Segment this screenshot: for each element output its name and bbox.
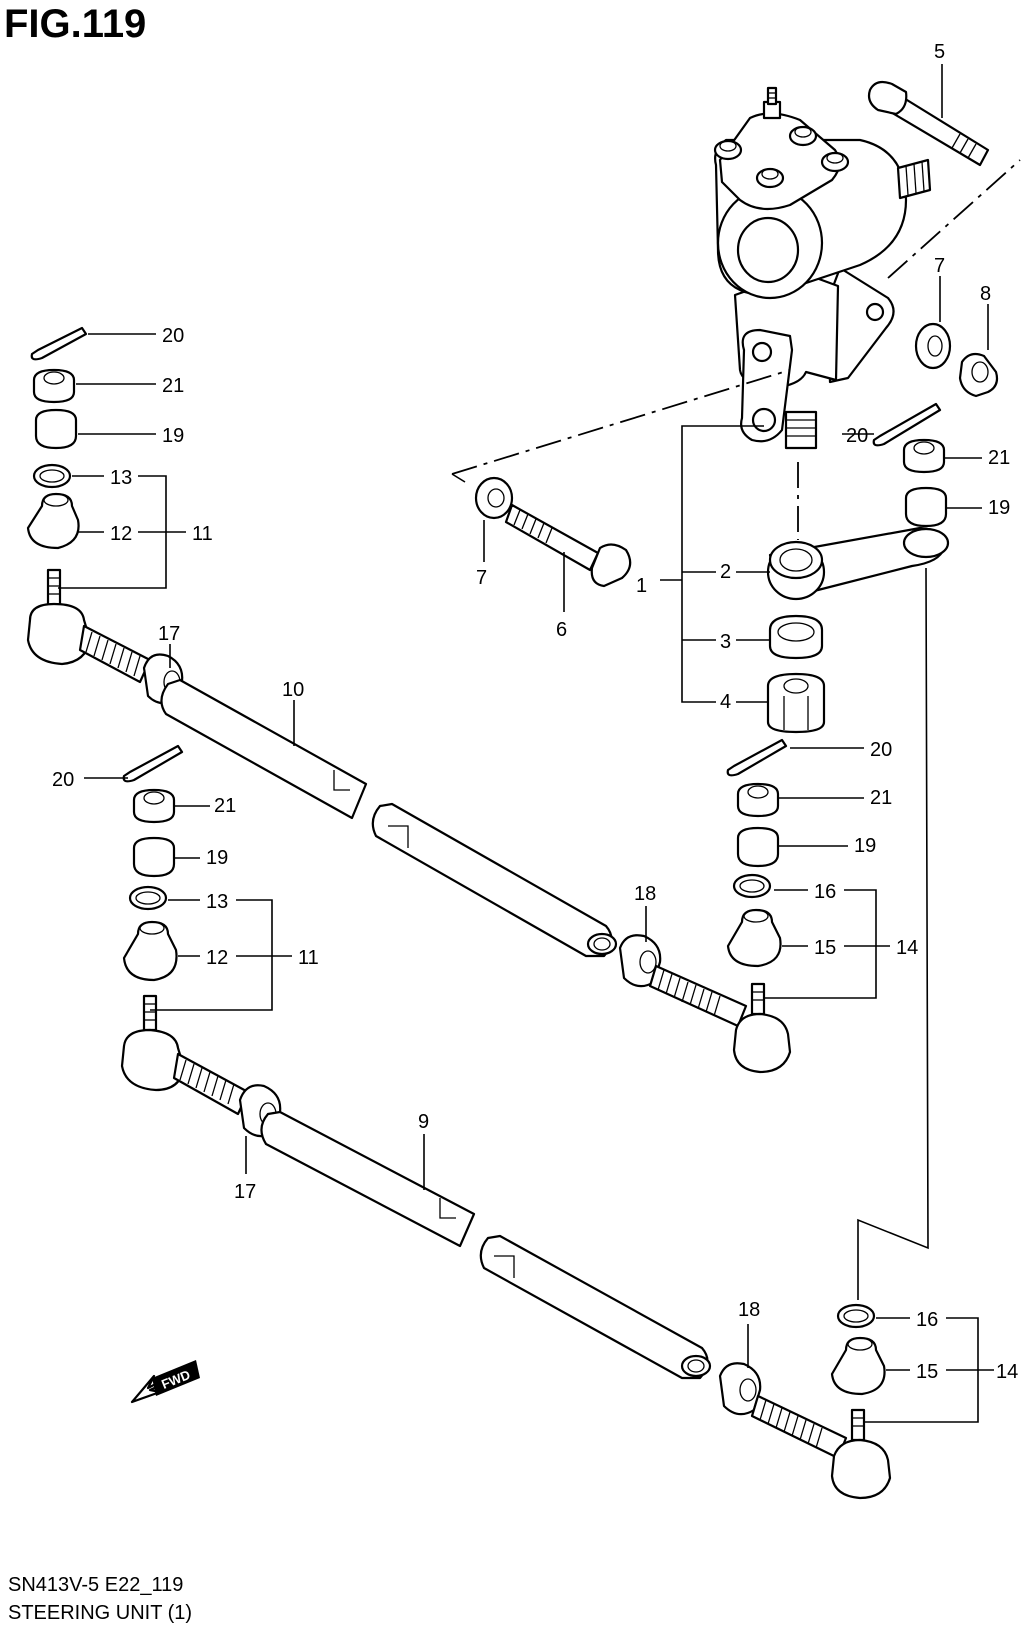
cover-bolt: [788, 125, 818, 147]
tie-rod-end-14-upper: [648, 964, 792, 1074]
steering-gear-box: [713, 86, 932, 450]
callout-16: 16: [916, 1309, 938, 1331]
figure-name: STEERING UNIT (1): [8, 1602, 193, 1624]
tie-rod-10: [160, 678, 618, 958]
ring-13: [128, 885, 168, 911]
castle-nut-21: [736, 782, 780, 818]
assembly-line: [451, 369, 791, 475]
bolt-6: [504, 503, 632, 588]
ring-13: [32, 463, 72, 489]
cotter-pin-20: [122, 744, 184, 783]
callout-12: 12: [110, 523, 132, 545]
callout-13: 13: [110, 467, 132, 489]
mounting-bolt-5: [867, 80, 990, 167]
tie-rod-end-11-upper: [26, 568, 152, 684]
fwd-direction-arrow: FWD: [130, 1360, 200, 1404]
callout-8: 8: [980, 283, 991, 305]
nut-8: [958, 352, 999, 398]
fwd-text: FWD: [159, 1367, 192, 1392]
callout-2: 2: [720, 561, 731, 583]
callout-21: 21: [988, 447, 1010, 469]
cap-19: [34, 408, 78, 450]
washer-7-right: [914, 322, 952, 370]
callout-20: 20: [846, 425, 868, 447]
cotter-pin-20: [872, 402, 942, 447]
cover-bolt: [755, 167, 785, 189]
boot-12: [26, 492, 80, 550]
cap-19: [736, 826, 780, 868]
callout-15: 15: [814, 937, 836, 959]
callout-14: 14: [896, 937, 918, 959]
assembly-line: [887, 159, 1021, 279]
callout-15: 15: [916, 1361, 938, 1383]
figure-code: SN413V-5 E22_119: [8, 1574, 184, 1596]
cotter-pin-20: [726, 738, 788, 777]
tie-rod-end-11-lower: [120, 994, 250, 1116]
cover-bolt: [820, 151, 850, 173]
callout-11: 11: [192, 523, 213, 545]
callout-19: 19: [206, 847, 228, 869]
callout-21: 21: [162, 375, 184, 397]
callout-20: 20: [52, 769, 74, 791]
castle-nut-21: [32, 368, 76, 404]
callout-12: 12: [206, 947, 228, 969]
callout-18: 18: [738, 1299, 760, 1321]
figure-title: FIG.119: [4, 2, 147, 46]
callout-11: 11: [298, 947, 319, 969]
locknut-18-lower: [718, 1362, 762, 1416]
tie-rod-9: [260, 1110, 712, 1380]
callout-19: 19: [854, 835, 876, 857]
callout-5: 5: [934, 41, 945, 63]
callout-7: 7: [476, 567, 487, 589]
locknut-18-upper: [618, 934, 662, 988]
cover-bolt: [713, 139, 743, 161]
callout-16: 16: [814, 881, 836, 903]
washer-3: [768, 614, 824, 660]
boot-15: [830, 1336, 886, 1396]
callout-17: 17: [158, 623, 180, 645]
callout-13: 13: [206, 891, 228, 913]
boot-15: [726, 908, 782, 968]
pitman-arm-2: [766, 526, 950, 601]
nut-4: [766, 672, 826, 734]
thread: [85, 631, 141, 677]
callout-7: 7: [934, 255, 945, 277]
callout-4: 4: [720, 691, 731, 713]
callout-9: 9: [418, 1111, 429, 1133]
ring-16: [836, 1303, 876, 1329]
callout-19: 19: [988, 497, 1010, 519]
callout-19: 19: [162, 425, 184, 447]
callout-20: 20: [162, 325, 184, 347]
callout-1: 1: [636, 575, 647, 597]
assembly-line: [857, 567, 929, 1300]
assembly-line: [451, 473, 466, 483]
callout-21: 21: [214, 795, 236, 817]
cap-19: [904, 486, 948, 528]
cotter-pin-20: [30, 326, 88, 361]
callout-20: 20: [870, 739, 892, 761]
callout-17: 17: [234, 1181, 256, 1203]
washer-7-middle: [474, 476, 514, 520]
castle-nut-21: [902, 438, 946, 474]
callout-18: 18: [634, 883, 656, 905]
callout-labels: 5 7 8 20 21 19 13 12 11 20 21 19 7 6 1 2…: [52, 41, 1018, 1383]
callout-14: 14: [996, 1361, 1018, 1383]
callout-3: 3: [720, 631, 731, 653]
callout-10: 10: [282, 679, 304, 701]
ring-16: [732, 873, 772, 899]
cap-19: [132, 836, 176, 878]
castle-nut-21: [132, 788, 176, 824]
boot-12: [122, 920, 178, 982]
callout-6: 6: [556, 619, 567, 641]
callout-21: 21: [870, 787, 892, 809]
leader-lines: [58, 64, 994, 1423]
tie-rod-end-14-lower: [750, 1394, 892, 1500]
